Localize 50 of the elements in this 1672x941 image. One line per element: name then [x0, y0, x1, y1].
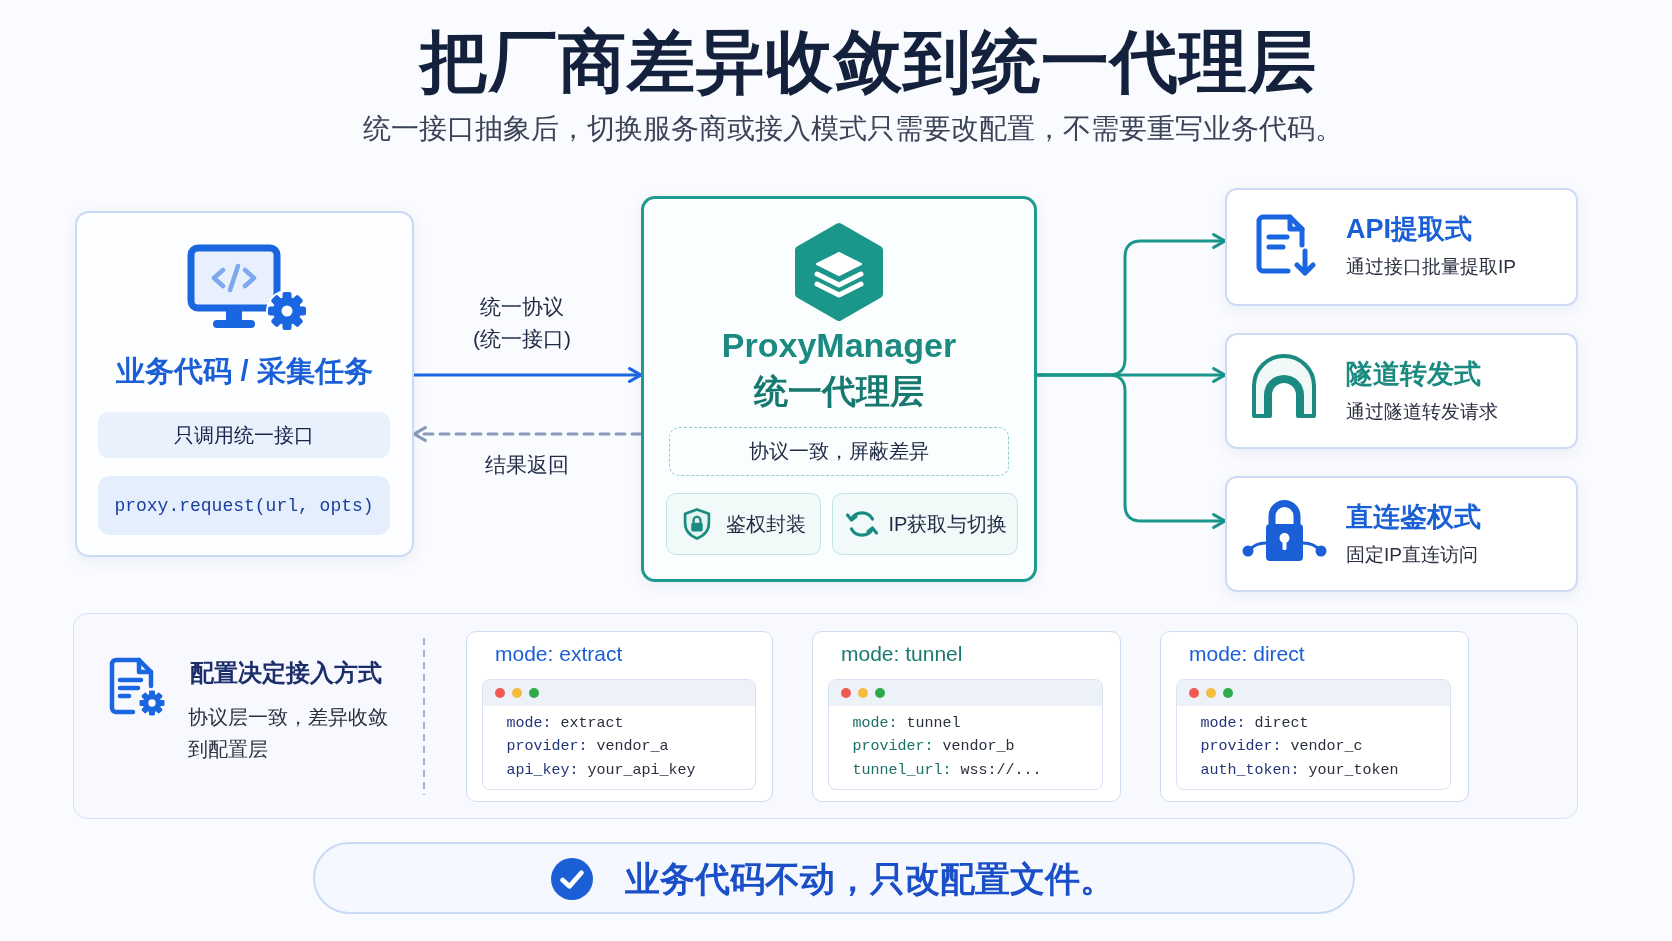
mode-card: [1225, 188, 1578, 306]
code-line: mode: direct: [1200, 713, 1309, 734]
config-heading: mode: tunnel: [841, 641, 963, 667]
summary-text: 业务代码不动，只改配置文件。: [625, 858, 1115, 901]
layer-name: ProxyManager: [721, 324, 957, 366]
config-heading: mode: direct: [1189, 641, 1305, 667]
note-text: 只调用统一接口: [174, 422, 314, 448]
client-card: [75, 211, 414, 557]
code-line: mode: extract: [506, 713, 624, 734]
code-line: provider: vendor_c: [1200, 737, 1363, 757]
code-window: [482, 679, 756, 790]
config-card: [811, 630, 1121, 802]
feature-chip: [832, 493, 1018, 555]
arrow: [1035, 373, 1227, 529]
code-line: mode: tunnel: [852, 713, 961, 734]
code-line: api_key: your_api_key: [506, 760, 696, 781]
principle-frame: [669, 427, 1009, 476]
config-heading: mode: extract: [495, 641, 623, 667]
mode-title: API提取式: [1346, 213, 1472, 246]
layer-title: 统一代理层: [754, 370, 924, 412]
mode-description: 通过接口批量提取IP: [1346, 255, 1516, 279]
principle-text: 协议一致，屏蔽差异: [748, 438, 929, 464]
code-line: provider: vendor_a: [506, 737, 669, 757]
code-panel: [98, 476, 390, 535]
mode-title: 直连鉴权式: [1346, 501, 1481, 534]
panel-heading: 配置决定接入方式: [189, 657, 382, 688]
feature-label: 鉴权封装: [725, 511, 806, 536]
feature-label: IP获取与切换: [888, 511, 1008, 536]
code-line: provider: vendor_b: [852, 737, 1015, 757]
card-title: 业务代码 / 采集任务: [116, 353, 373, 389]
proxy-layer-card: [641, 196, 1037, 582]
mode-card: [1225, 476, 1578, 592]
feature-chip: [666, 493, 821, 555]
mode-card: [1225, 333, 1578, 449]
code-window: [1176, 679, 1451, 790]
panel-description: 协议层一致，差异收敛到配置层: [187, 704, 389, 762]
mode-title: 隧道转发式: [1346, 358, 1481, 391]
config-panel: [73, 613, 1578, 819]
page-title: 把厂商差异收敛到统一代理层: [419, 21, 1317, 101]
code-line: tunnel_url: wss://...: [852, 760, 1042, 781]
config-card: [1159, 630, 1469, 802]
code-window: [828, 679, 1103, 790]
page-subtitle: 统一接口抽象后，切换服务商或接入模式只需要改配置，不需要重写业务代码。: [363, 111, 1343, 146]
code-line: auth_token: your_token: [1200, 760, 1399, 781]
arrow: [412, 367, 643, 383]
dashed-arrow: [412, 426, 643, 442]
mode-description: 通过隧道转发请求: [1346, 400, 1498, 424]
mode-description: 固定IP直连访问: [1346, 543, 1478, 567]
config-card: [465, 630, 773, 802]
code-snippet: proxy.request(url, opts): [114, 494, 374, 517]
